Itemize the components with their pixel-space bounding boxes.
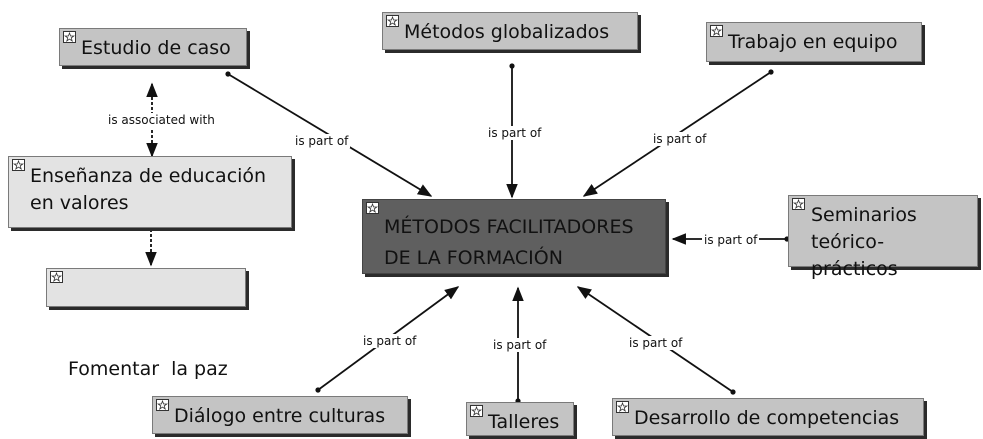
concept-icon [156, 399, 169, 411]
link-label-assoc: is associated with [106, 113, 217, 127]
concept-ensenanza-valores[interactable]: Enseñanza de educación en valores [8, 156, 292, 228]
link-label-talleres: is part of [491, 338, 549, 352]
concept-trabajo-en-equipo[interactable]: Trabajo en equipo [706, 22, 922, 62]
concept-icon [710, 25, 723, 37]
concept-metodos-globalizados[interactable]: Métodos globalizados [382, 12, 638, 50]
concept-icon [63, 31, 76, 43]
link-label-metodos: is part of [486, 126, 544, 140]
link-label-trabajo: is part of [651, 132, 709, 146]
concept-label: Estudio de caso [81, 37, 231, 59]
concept-icon [792, 198, 805, 210]
concept-central-metodos-facilitadores[interactable]: MÉTODOS FACILITADORES DE LA FORMACIÓN [362, 199, 666, 274]
origin-dot-estudio [225, 71, 231, 77]
concept-label: Trabajo en equipo [728, 31, 898, 53]
link-label-estudio: is part of [293, 134, 351, 148]
origin-dot-desarrollo [730, 389, 736, 395]
origin-dot-metodos [509, 63, 515, 69]
concept-dialogo-entre-culturas[interactable]: Diálogo entre culturas [152, 396, 408, 434]
concept-seminarios[interactable]: Seminarios teórico-prácticos [788, 195, 978, 280]
origin-dot-dialogo [315, 387, 321, 393]
concept-label: Fomentar la paz [68, 358, 228, 380]
concept-label: Desarrollo de competencias [634, 407, 900, 429]
concept-label: MÉTODOS FACILITADORES DE LA FORMACIÓN [384, 216, 634, 269]
concept-desarrollo-competencias[interactable]: Desarrollo de competencias [612, 398, 924, 436]
concept-fomentar-la-paz[interactable]: Fomentar la paz [46, 268, 246, 380]
concept-icon [12, 159, 25, 171]
concept-estudio-de-caso[interactable]: Estudio de caso [59, 28, 247, 66]
concept-label: Diálogo entre culturas [174, 405, 386, 427]
concept-talleres[interactable]: Talleres [466, 402, 574, 436]
concept-icon [616, 401, 629, 413]
link-label-seminarios: is part of [702, 233, 760, 247]
concept-icon [50, 271, 63, 283]
link-label-desarrollo: is part of [627, 336, 685, 350]
concept-label: Métodos globalizados [404, 21, 610, 43]
origin-dot-trabajo [768, 69, 774, 75]
concept-label: Enseñanza de educación en valores [30, 165, 267, 214]
link-label-dialogo: is part of [361, 334, 419, 348]
concept-icon [366, 202, 379, 214]
concept-label: Seminarios teórico-prácticos [811, 204, 917, 280]
concept-icon [386, 15, 399, 27]
concept-icon [470, 405, 483, 417]
concept-label: Talleres [488, 411, 560, 433]
